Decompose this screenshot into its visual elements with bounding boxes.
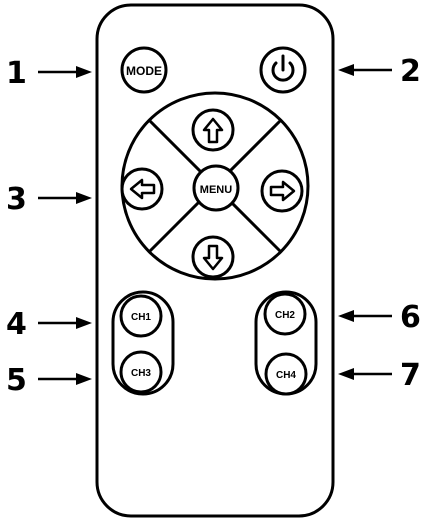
ch1-button-label: CH1 xyxy=(131,312,151,323)
arrow-right-icon xyxy=(269,180,296,202)
callout-arrow-1 xyxy=(38,66,92,78)
right-button[interactable] xyxy=(260,169,304,213)
power-button[interactable] xyxy=(259,46,307,94)
callout-number-2: 2 xyxy=(400,54,421,89)
ch2-button[interactable]: CH2 xyxy=(263,292,307,336)
mode-button[interactable]: MODE xyxy=(120,46,168,94)
callout-arrow-6 xyxy=(338,310,392,322)
callout-number-5: 5 xyxy=(6,363,27,398)
callout-number-7: 7 xyxy=(400,358,421,393)
callout-number-1: 1 xyxy=(6,56,27,91)
ch1-button[interactable]: CH1 xyxy=(119,294,163,338)
ch3-button[interactable]: CH3 xyxy=(119,350,163,394)
callout-arrows xyxy=(38,64,392,385)
menu-button[interactable]: MENU xyxy=(192,164,240,212)
ch3-button-label: CH3 xyxy=(131,368,151,379)
up-button[interactable] xyxy=(191,108,235,152)
callout-arrow-5 xyxy=(38,373,92,385)
callout-arrow-4 xyxy=(38,317,92,329)
left-button[interactable] xyxy=(120,167,164,211)
power-icon xyxy=(271,54,295,82)
ch4-button-label: CH4 xyxy=(276,370,296,381)
arrow-down-icon xyxy=(202,244,224,271)
callout-arrow-3 xyxy=(38,192,92,204)
down-button[interactable] xyxy=(191,235,235,279)
menu-button-label: MENU xyxy=(200,184,232,196)
arrow-up-icon xyxy=(202,117,224,144)
callout-arrow-2 xyxy=(338,64,392,76)
ch4-button[interactable]: CH4 xyxy=(264,352,308,396)
callout-number-3: 3 xyxy=(6,182,27,217)
arrow-left-icon xyxy=(129,178,156,200)
ch2-button-label: CH2 xyxy=(275,310,295,321)
callout-arrow-7 xyxy=(338,368,392,380)
callout-number-4: 4 xyxy=(6,307,27,342)
mode-button-label: MODE xyxy=(126,64,162,78)
callout-number-6: 6 xyxy=(400,300,421,335)
